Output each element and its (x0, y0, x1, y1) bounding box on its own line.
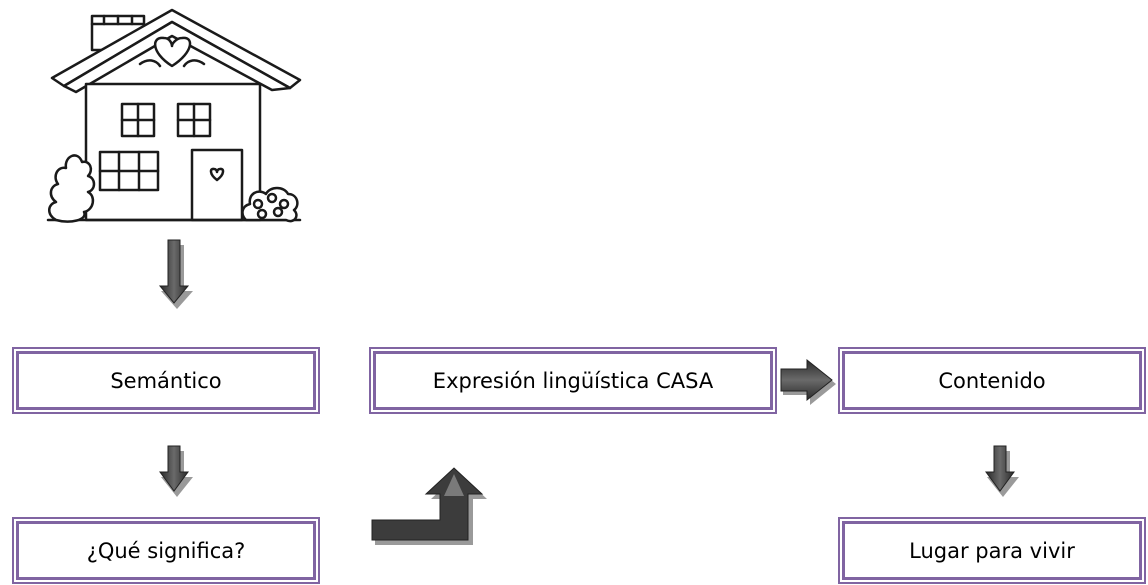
node-expresion-linguistica: Expresión lingüística CASA (369, 347, 777, 414)
arrow-bent-up-que-expresion (371, 467, 487, 545)
node-semantico-label: Semántico (110, 368, 222, 393)
node-lugar-para-vivir: Lugar para vivir (838, 517, 1146, 584)
node-contenido-label: Contenido (938, 368, 1046, 393)
node-contenido: Contenido (838, 347, 1146, 414)
arrow-down-semantico-que (159, 445, 193, 497)
node-semantico: Semántico (12, 347, 320, 414)
node-lugar-label: Lugar para vivir (909, 538, 1075, 563)
arrow-down-house-semantico (158, 239, 193, 309)
node-que-significa-label: ¿Qué significa? (86, 538, 246, 563)
house-icon (46, 8, 302, 223)
node-expresion-label: Expresión lingüística CASA (432, 368, 714, 393)
node-que-significa: ¿Qué significa? (12, 517, 320, 584)
arrow-right-expresion-contenido (780, 358, 836, 405)
arrow-down-contenido-lugar (985, 445, 1019, 497)
